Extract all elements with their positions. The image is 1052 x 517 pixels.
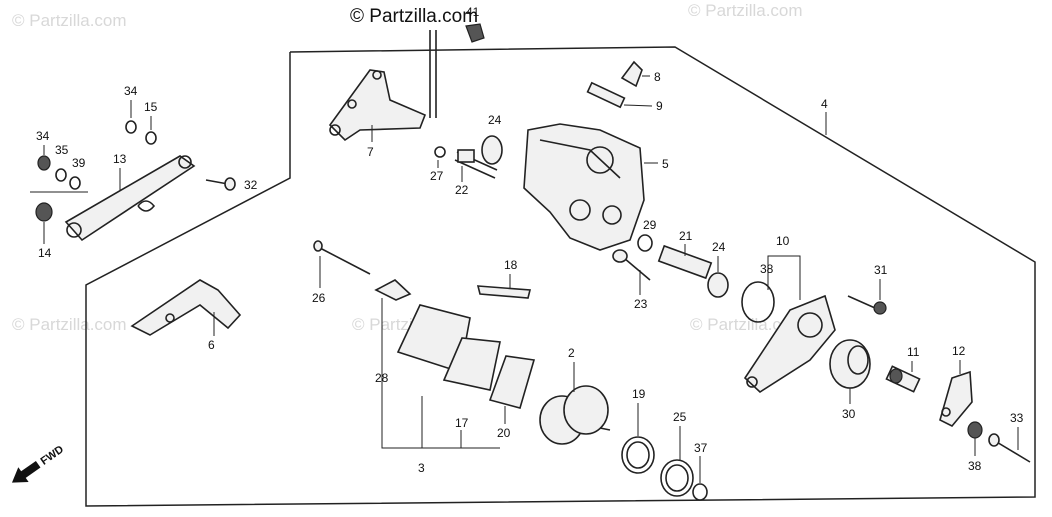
bolt-41 [429, 23, 485, 118]
callout-24-lower: 24 [712, 240, 726, 254]
callout-10: 10 [776, 234, 790, 248]
callout-27: 27 [430, 169, 444, 183]
callout-33: 33 [1010, 411, 1024, 425]
lever-assembly-10 [743, 294, 836, 394]
callout-6: 6 [208, 338, 215, 352]
callout-3: 3 [418, 461, 425, 475]
callout-22: 22 [455, 183, 469, 197]
nut-38-lower [967, 421, 983, 439]
bushing-24-top [481, 135, 503, 165]
pad-20 [488, 355, 536, 409]
nut-34-left [37, 155, 51, 171]
bolt-33 [988, 433, 1031, 463]
callout-26: 26 [312, 291, 326, 305]
seal-19 [621, 436, 655, 474]
nut-15 [145, 131, 157, 145]
bolt-32 [205, 177, 236, 191]
callout-35: 35 [55, 143, 69, 157]
washer-34-top [125, 120, 137, 134]
watermark-mid-left: © Partzilla.com [12, 315, 127, 334]
bleeder-cap-8 [620, 60, 643, 88]
callout-29: 29 [643, 218, 657, 232]
washer-39 [69, 176, 81, 190]
callout-5: 5 [662, 157, 669, 171]
callout-15: 15 [144, 100, 158, 114]
bushing-24-lower [707, 272, 729, 298]
bleeder-screw-9 [586, 81, 626, 109]
callout-38-upper: 38 [760, 262, 774, 276]
adjuster-11 [885, 365, 921, 393]
callout-28: 28 [375, 371, 389, 385]
copyright-text: © Partzilla.com [350, 6, 478, 27]
assembly-frame [85, 46, 1036, 507]
callout-31: 31 [874, 263, 888, 277]
callout-34-top: 34 [124, 84, 138, 98]
callout-21: 21 [679, 229, 693, 243]
shaft-21 [657, 244, 713, 280]
caliper-body-5 [523, 123, 645, 251]
callout-8: 8 [654, 70, 661, 84]
seal-25 [660, 459, 694, 497]
callout-20: 20 [497, 426, 511, 440]
callout-17: 17 [455, 416, 469, 430]
pad-spring-28 [374, 279, 412, 301]
callout-23: 23 [634, 297, 648, 311]
callout-32: 32 [244, 178, 258, 192]
pad-shim [396, 304, 471, 374]
watermark-top-left: © Partzilla.com [12, 11, 127, 30]
callout-30: 30 [842, 407, 856, 421]
callout-25: 25 [673, 410, 687, 424]
callout-11: 11 [907, 345, 920, 359]
callout-4: 4 [821, 97, 828, 111]
pin-22 [434, 146, 498, 179]
callout-18: 18 [504, 258, 518, 272]
watermark-mid-right: © Partzilla.com [690, 315, 805, 334]
piston-2 [539, 385, 611, 445]
bolt-26 [313, 240, 371, 275]
pin-23 [612, 249, 651, 281]
watermark-top-right: © Partzilla.com [688, 1, 803, 20]
watermarks: © Partzilla.com © Partzilla.com © Partzi… [12, 1, 805, 334]
bolt-31 [847, 295, 887, 315]
callout-19: 19 [632, 387, 646, 401]
callout-12: 12 [952, 344, 966, 358]
torque-rod-13 [64, 155, 196, 242]
callout-39: 39 [72, 156, 86, 170]
seal-30 [829, 339, 871, 389]
fwd-arrow: FWD [11, 443, 66, 483]
callout-13: 13 [113, 152, 127, 166]
callout-7: 7 [367, 145, 374, 159]
collar-14 [35, 202, 53, 222]
fwd-label: FWD [39, 443, 66, 467]
callout-14: 14 [38, 246, 52, 260]
callouts: 41 8 9 4 5 7 24 27 22 34 15 34 35 39 13 … [36, 5, 1024, 483]
callout-9: 9 [656, 99, 663, 113]
seal-38-upper [741, 281, 775, 323]
callout-34-left: 34 [36, 129, 50, 143]
bracket-7 [328, 69, 427, 142]
oring-37 [692, 483, 708, 501]
callout-37: 37 [694, 441, 708, 455]
pad-17 [442, 337, 501, 391]
callout-2: 2 [568, 346, 575, 360]
callout-38-lower: 38 [968, 459, 982, 473]
clip-18 [476, 285, 532, 299]
washer-29 [637, 234, 653, 252]
plate-12 [939, 370, 973, 427]
callout-41: 41 [466, 5, 480, 19]
washer-35 [55, 168, 67, 182]
bracket-6 [130, 279, 242, 336]
callout-24-top: 24 [488, 113, 502, 127]
